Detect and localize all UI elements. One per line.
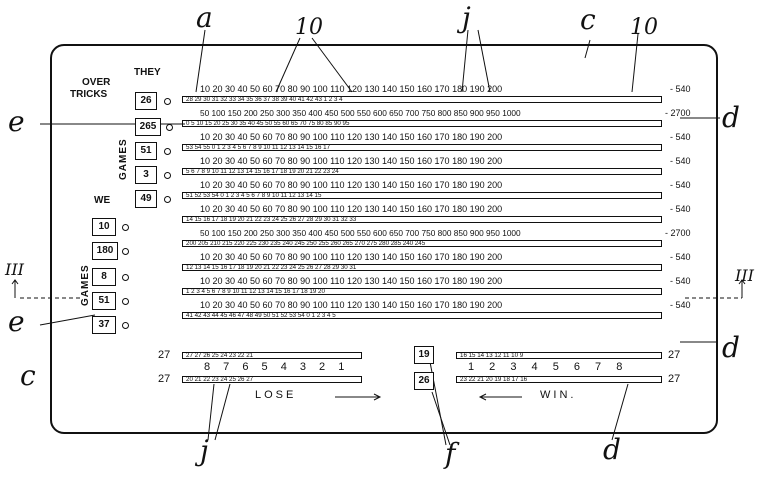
ref-f: f [445,437,456,470]
lose-label: LOSE [255,389,297,401]
scale-row-7: 50 100 150 200 250 300 350 400 450 500 5… [200,228,521,238]
win-sequence: 1 2 3 4 5 6 7 8 [468,361,623,373]
ref-j-top: j [462,1,471,34]
scale-end-9: - 540 [670,276,691,286]
heading-we: WE [94,195,111,206]
we-box-3[interactable]: 8 [92,268,116,286]
they-peg-2 [166,124,173,131]
lose-strip-1: 27 27 26 25 24 23 22 21 [182,352,362,359]
they-peg-1 [164,98,171,105]
we-box-1[interactable]: 10 [92,218,116,236]
ref-c-top: c [580,3,596,36]
peg-strip-8: 12 13 14 15 16 17 18 19 20 21 22 23 24 2… [182,264,662,271]
scale-row-10: 10 20 30 40 50 60 70 80 90 100 110 120 1… [200,300,503,310]
we-box-2[interactable]: 180 [92,242,118,260]
we-peg-5 [122,322,129,329]
they-box-4[interactable]: 3 [135,166,157,184]
scale-row-6: 10 20 30 40 50 60 70 80 90 100 110 120 1… [200,204,503,214]
left-27-bottom: 27 [158,373,171,385]
scale-row-3: 10 20 30 40 50 60 70 80 90 100 110 120 1… [200,132,503,142]
scoreboard-outline [50,44,718,434]
we-peg-3 [122,274,129,281]
ref-10-left: 10 [295,15,323,40]
we-peg-2 [122,248,129,255]
ref-d-top: d [722,101,740,134]
heading-they: THEY [134,67,161,78]
peg-strip-6: 14 15 16 17 18 19 20 21 22 23 24 25 26 2… [182,216,662,223]
peg-strip-2: 0 5 10 15 20 25 30 35 40 45 50 55 60 65 … [182,120,662,127]
they-box-5[interactable]: 49 [135,190,157,208]
scale-row-9: 10 20 30 40 50 60 70 80 90 100 110 120 1… [200,276,503,286]
we-peg-4 [122,298,129,305]
ref-c-left: c [20,359,36,392]
lose-strip-2: 20 21 22 23 24 25 26 27 [182,376,362,383]
ref-d-mid: d [722,331,740,364]
win-label: WIN. [540,389,577,401]
ref-e-bottom: e [8,305,25,338]
ref-three-left: III [5,260,24,279]
peg-strip-7: 200 205 210 215 220 225 230 235 240 245 … [182,240,662,247]
ref-d-bottom: d [603,433,621,466]
scale-end-4: - 540 [670,156,691,166]
scale-row-4: 10 20 30 40 50 60 70 80 90 100 110 120 1… [200,156,503,166]
right-27-bottom: 27 [668,373,681,385]
heading-tricks: TRICKS [70,89,108,100]
scale-row-5: 10 20 30 40 50 60 70 80 90 100 110 120 1… [200,180,503,190]
peg-strip-3: 53 54 55 0 1 2 3 4 5 6 7 8 9 10 11 12 13… [182,144,662,151]
scale-end-7: - 2700 [665,228,691,238]
we-box-5[interactable]: 37 [92,316,116,334]
scale-end-6: - 540 [670,204,691,214]
peg-strip-4: 5 6 7 8 9 10 11 12 13 14 15 16 17 18 19 … [182,168,662,175]
ref-10-right: 10 [630,15,658,40]
win-strip-1: 16 15 14 13 12 11 10 9 [456,352,662,359]
ref-j-bottom: j [200,434,209,467]
they-peg-4 [164,172,171,179]
scale-end-3: - 540 [670,132,691,142]
scale-end-5: - 540 [670,180,691,190]
right-27-top: 27 [668,349,681,361]
heading-games-we: GAMES [80,264,91,306]
ref-e-top: e [8,105,25,138]
scale-row-2: 50 100 150 200 250 300 350 400 450 500 5… [200,108,521,118]
win-strip-2: 23 22 21 20 19 18 17 16 [456,376,662,383]
they-box-3[interactable]: 51 [135,142,157,160]
heading-games-they: GAMES [118,138,129,180]
heading-over: OVER [82,77,111,88]
we-box-4[interactable]: 51 [92,292,116,310]
center-box-26[interactable]: 26 [414,372,434,390]
scale-end-1: - 540 [670,84,691,94]
scale-row-1: 10 20 30 40 50 60 70 80 90 100 110 120 1… [200,84,503,94]
scale-row-8: 10 20 30 40 50 60 70 80 90 100 110 120 1… [200,252,503,262]
scale-end-2: - 2700 [665,108,691,118]
center-box-19[interactable]: 19 [414,346,434,364]
they-peg-5 [164,196,171,203]
they-peg-3 [164,148,171,155]
scale-end-8: - 540 [670,252,691,262]
ref-three-right: III [735,266,754,285]
ref-a: a [196,1,213,34]
peg-strip-5: 51 52 53 54 0 1 2 3 4 5 6 7 8 9 10 11 12… [182,192,662,199]
left-27-top: 27 [158,349,171,361]
we-peg-1 [122,224,129,231]
peg-strip-10: 41 42 43 44 45 46 47 48 49 50 51 52 53 5… [182,312,662,319]
they-box-2[interactable]: 265 [135,118,161,136]
they-box-1[interactable]: 26 [135,92,157,110]
scale-end-10: - 540 [670,300,691,310]
peg-strip-9: 1 2 3 4 5 6 7 8 9 10 11 12 13 14 15 16 1… [182,288,662,295]
lose-sequence: 8 7 6 5 4 3 2 1 [204,361,345,373]
peg-strip-1: 28 29 30 31 32 33 34 35 36 37 38 39 40 4… [182,96,662,103]
